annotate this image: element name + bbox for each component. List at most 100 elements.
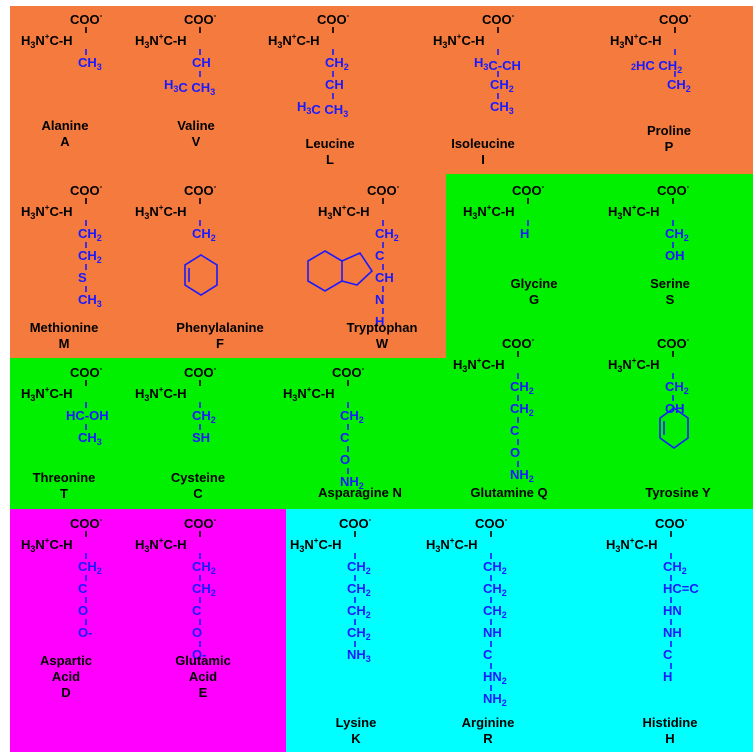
amino-group-label: H3N+C-H (135, 203, 187, 221)
amino-acid-code: S (666, 292, 675, 307)
side-chain-atom: O- (192, 647, 206, 662)
side-chain-atom: C (375, 248, 385, 263)
amino-acid-name: Cysteine (171, 470, 225, 485)
amino-acid-name-2: Acid (52, 669, 80, 684)
amino-acid-code: A (60, 134, 70, 149)
side-chain-atom: O (510, 445, 520, 460)
carboxylate-label: COO- (657, 335, 690, 351)
carboxylate-label: COO- (70, 11, 103, 27)
amino-acid-code: P (665, 139, 674, 154)
side-chain-atom: CH2 (347, 559, 371, 576)
side-chain-atom: HC=C (663, 581, 699, 596)
side-chain-atom: C (78, 581, 88, 596)
carboxylate-label: COO- (70, 515, 103, 531)
side-chain-atom: CH2 (665, 379, 689, 396)
side-chain-atom: CH2 (192, 408, 216, 425)
amino-acid-code: M (59, 336, 70, 351)
hydrophobic-region (10, 6, 753, 358)
amino-acid-name: Isoleucine (451, 136, 515, 151)
amino-acid-code: R (483, 731, 493, 746)
amino-acid-code: I (481, 152, 485, 167)
amino-group-label: H3N+C-H (433, 32, 485, 50)
side-chain-atom: C (483, 647, 493, 662)
side-chain-atom: CH2 (347, 581, 371, 598)
amino-group-label: H3N+C-H (606, 536, 658, 554)
polar-region (10, 174, 753, 509)
side-chain-atom: CH2 (490, 77, 514, 94)
side-chain-atom: CH2 (347, 625, 371, 642)
basic-region (286, 509, 753, 752)
side-chain-atom: HN2 (483, 669, 507, 686)
carboxylate-label: COO- (512, 182, 545, 198)
amino-group-label: H3N+C-H (283, 385, 335, 403)
amino-acid-name: Valine (177, 118, 215, 133)
amino-acid-name: Proline (647, 123, 691, 138)
amino-group-label: H3N+C-H (135, 536, 187, 554)
side-chain-atom: CH3 (490, 99, 514, 116)
carboxylate-label: COO- (339, 515, 372, 531)
carboxylate-label: COO- (70, 182, 103, 198)
side-chain-atom: H3C CH3 (164, 77, 215, 97)
side-chain-atom: CH2 (325, 55, 349, 72)
side-chain-atom: H (520, 226, 529, 241)
side-chain-atom: CH2 (375, 226, 399, 243)
side-chain-atom: C (663, 647, 673, 662)
amino-group-label: H3N+C-H (608, 356, 660, 374)
side-chain-atom: S (78, 270, 87, 285)
acidic-region (10, 509, 286, 752)
side-chain-atom: CH2 (483, 603, 507, 620)
amino-group-label: H3N+C-H (21, 536, 73, 554)
amino-acid-name: Methionine (30, 320, 99, 335)
side-chain-atom: CH3 (78, 292, 102, 309)
side-chain-atom: CH (192, 55, 211, 70)
amino-acid-code: T (60, 486, 68, 501)
carboxylate-label: COO- (70, 364, 103, 380)
side-chain-atom: CH2 (78, 559, 102, 576)
amino-acid-name: Alanine (42, 118, 89, 133)
phenol-ring (659, 407, 689, 449)
carboxylate-label: COO- (332, 364, 365, 380)
carboxylate-label: COO- (475, 515, 508, 531)
carboxylate-label: COO- (317, 11, 350, 27)
amino-group-label: H3N+C-H (318, 203, 370, 221)
side-chain-atom: CH2 (340, 408, 364, 425)
side-chain-atom: CH2 (663, 559, 687, 576)
carboxylate-label: COO- (184, 364, 217, 380)
amino-acid-name: Glycine (511, 276, 558, 291)
amino-acid-name-2: Acid (189, 669, 217, 684)
amino-group-label: H3N+C-H (610, 32, 662, 50)
amino-acid-code: C (193, 486, 203, 501)
amino-acid-name: Asparagine N (318, 485, 402, 500)
side-chain-atom: NH3 (347, 647, 371, 664)
side-chain-atom: HN (663, 603, 682, 618)
amino-acid-code: W (376, 336, 389, 351)
carboxylate-label: COO- (184, 11, 217, 27)
amino-group-label: H3N+C-H (608, 203, 660, 221)
side-chain-atom: CH2 (78, 248, 102, 265)
side-chain-atom: CH2 (483, 581, 507, 598)
side-chain-atom: NH2 (483, 691, 507, 708)
side-chain-atom: N (375, 292, 384, 307)
amino-group-label: H3N+C-H (268, 32, 320, 50)
amino-acid-code: L (326, 152, 334, 167)
amino-acid-name: Histidine (643, 715, 698, 730)
amino-acid-name: Phenylalanine (176, 320, 263, 335)
amino-group-label: H3N+C-H (463, 203, 515, 221)
side-chain-atom: O (78, 603, 88, 618)
side-chain-atom: SH (192, 430, 210, 445)
side-chain-atom: CH2 (78, 226, 102, 243)
